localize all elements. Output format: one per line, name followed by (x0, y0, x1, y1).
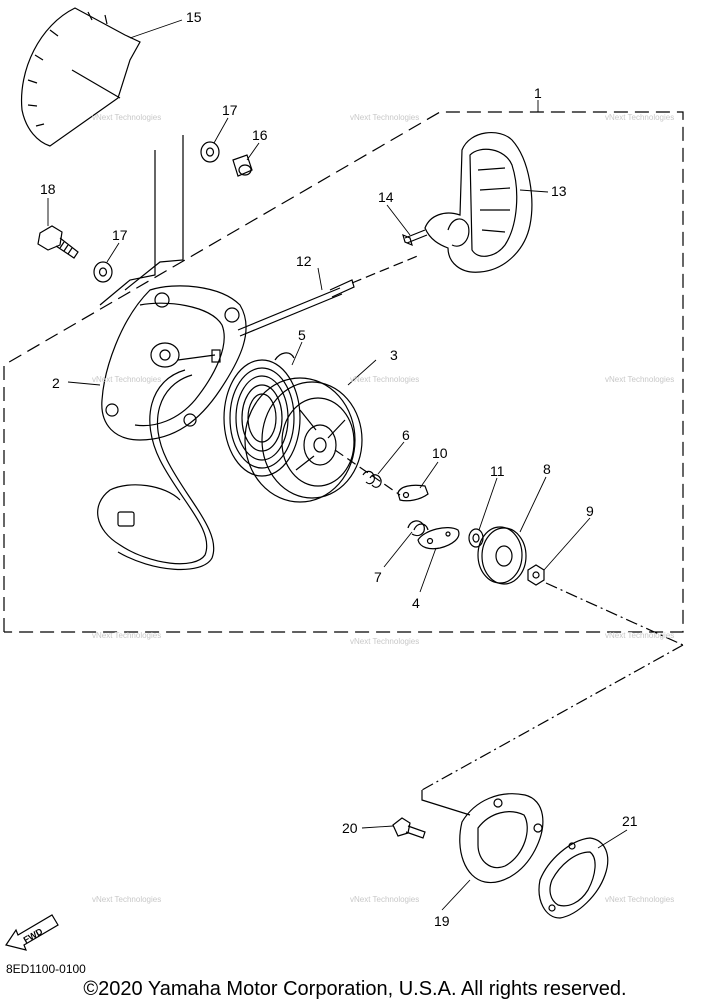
part-20-bolt (392, 817, 426, 839)
part-7-spring (407, 520, 429, 537)
part-21-gasket (538, 837, 609, 919)
part-15-decal (20, 7, 141, 147)
part-11-washer (468, 528, 484, 548)
watermark: vNext Technologies (92, 113, 161, 122)
watermark: vNext Technologies (92, 375, 161, 384)
callout-3: 3 (390, 347, 398, 363)
callout-12: 12 (296, 253, 312, 269)
watermark: vNext Technologies (92, 631, 161, 640)
part-6-spring (362, 470, 382, 488)
callout-21: 21 (622, 813, 638, 829)
assembly-boundary (3, 111, 684, 633)
part-16-collar (232, 154, 253, 177)
callout-20: 20 (342, 820, 358, 836)
callout-2: 2 (52, 375, 60, 391)
callout-7: 7 (374, 569, 382, 585)
callout-5: 5 (298, 327, 306, 343)
part-4-plate (417, 527, 460, 550)
callout-17-top: 17 (222, 102, 238, 118)
watermark: vNext Technologies (605, 895, 674, 904)
watermark: vNext Technologies (605, 375, 674, 384)
callout-16: 16 (252, 127, 268, 143)
part-2-starter-case (101, 285, 247, 441)
callout-1: 1 (534, 85, 542, 101)
callout-10: 10 (432, 445, 448, 461)
part-3-pulley (244, 377, 401, 503)
callout-9: 9 (586, 503, 594, 519)
part-12-shaft (237, 254, 421, 337)
part-19-guide (459, 793, 544, 884)
callout-13: 13 (551, 183, 567, 199)
watermark: vNext Technologies (605, 631, 674, 640)
watermark: vNext Technologies (350, 375, 419, 384)
watermark: vNext Technologies (350, 637, 419, 646)
callout-numbers: 1 2 3 4 5 6 7 8 9 10 11 12 13 14 15 16 1… (40, 9, 638, 929)
callout-15: 15 (186, 9, 202, 25)
parts-diagram: 1 2 3 4 5 6 7 8 9 10 11 12 13 14 15 16 1… (3, 7, 684, 951)
part-5-spring (223, 352, 301, 477)
part-14-rope (402, 229, 428, 247)
callout-4: 4 (412, 595, 420, 611)
copyright-text: ©2020 Yamaha Motor Corporation, U.S.A. A… (83, 978, 627, 1000)
fwd-label: FWD (22, 926, 45, 945)
wire-harness (97, 369, 215, 571)
part-17-washer-top (200, 141, 220, 163)
watermark: vNext Technologies (92, 895, 161, 904)
part-8-drive-plate (477, 526, 527, 585)
fwd-arrow-icon (5, 914, 59, 951)
watermarks: vNext Technologies vNext Technologies vN… (92, 113, 674, 904)
callout-leaders (47, 19, 628, 911)
callout-17-lower: 17 (112, 227, 128, 243)
part-18-bolt (37, 225, 79, 259)
part-9-nut (527, 564, 545, 586)
watermark: vNext Technologies (350, 895, 419, 904)
watermark: vNext Technologies (605, 113, 674, 122)
callout-18: 18 (40, 181, 56, 197)
callout-14: 14 (378, 189, 394, 205)
part-10-pawl (397, 484, 429, 502)
callout-19: 19 (434, 913, 450, 929)
part-13-handle (424, 132, 533, 273)
watermark: vNext Technologies (350, 113, 419, 122)
callout-11: 11 (490, 463, 505, 479)
diagram-code: 8ED1100-0100 (6, 962, 86, 976)
part-17-washer-lower (93, 261, 113, 283)
callout-8: 8 (543, 461, 551, 477)
callout-6: 6 (402, 427, 410, 443)
